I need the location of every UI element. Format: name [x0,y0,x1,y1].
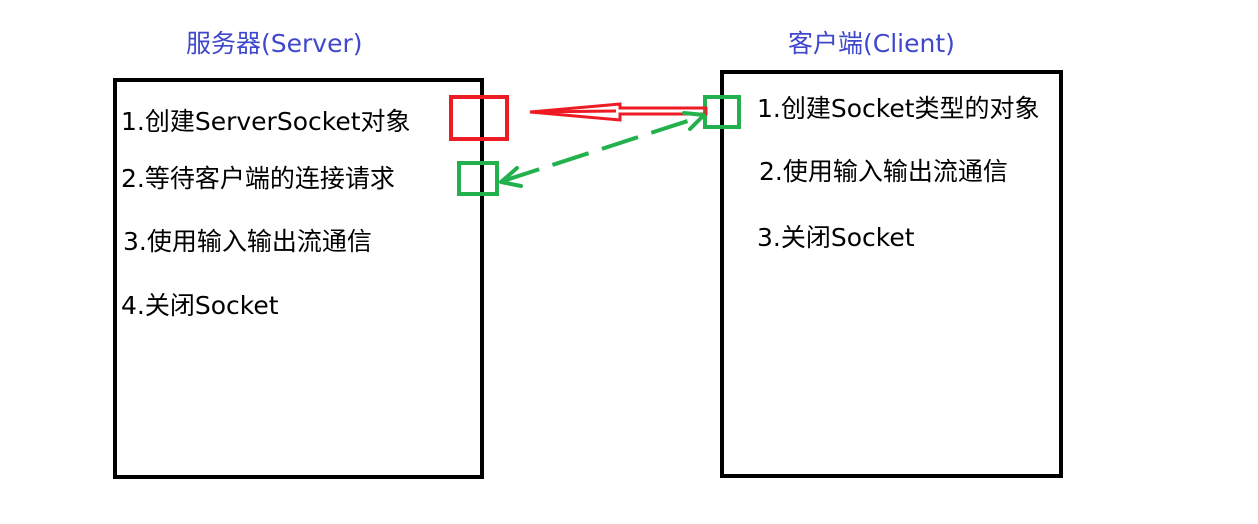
server-step-wait-connection: 2.等待客户端的连接请求 [121,164,395,193]
client-step-io-stream: 2.使用输入输出流通信 [759,157,1008,186]
client-step-create-socket: 1.创建Socket类型的对象 [757,94,1040,123]
client-step-close-socket: 3.关闭Socket [757,223,915,252]
connect-request-arrow [529,102,708,122]
client-title: 客户端(Client) [788,29,955,58]
server-step-create-serversocket: 1.创建ServerSocket对象 [121,107,411,136]
server-panel [113,78,484,479]
server-title: 服务器(Server) [186,29,363,58]
client-panel [720,70,1063,478]
server-step-io-stream: 3.使用输入输出流通信 [123,227,372,256]
server-step-close-socket: 4.关闭Socket [121,291,279,320]
socket-communication-arrow [499,111,706,188]
